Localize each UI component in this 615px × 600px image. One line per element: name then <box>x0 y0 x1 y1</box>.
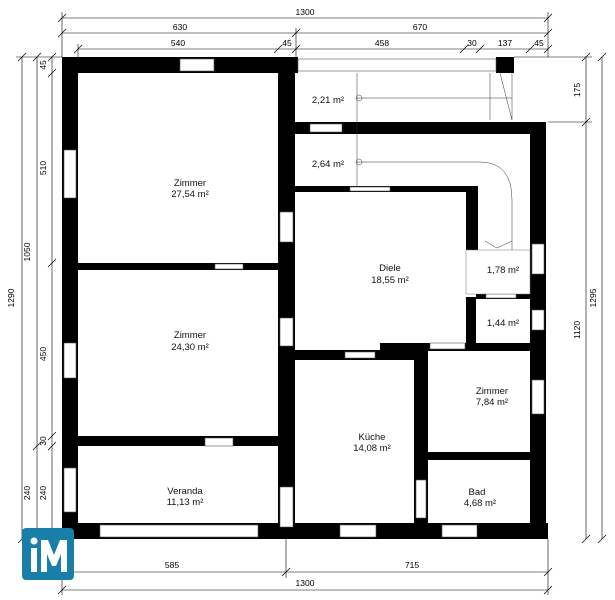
dim-bottom-total: 1300 <box>296 578 315 588</box>
dimension-top: 1300 630 670 540 45 458 30 137 45 <box>57 7 553 57</box>
dim-bottom-right: 715 <box>405 560 419 570</box>
room-area: 14,08 m² <box>353 443 391 454</box>
dim-right-total: 1295 <box>588 288 598 307</box>
room-area: 2,64 m² <box>312 159 344 170</box>
dim-right-lower: 1120 <box>572 321 582 340</box>
dim-left-part: 30 <box>38 436 48 446</box>
room-area: 1,44 m² <box>487 318 519 329</box>
dim-top-part: 540 <box>171 38 185 48</box>
room-name: Zimmer <box>476 386 508 397</box>
room-name: Veranda <box>167 486 203 497</box>
dim-top-part: 45 <box>282 38 292 48</box>
windows <box>63 58 545 538</box>
dim-top-part: 137 <box>498 38 512 48</box>
room-labels: Zimmer 27,54 m² Zimmer 24,30 m² Veranda … <box>167 95 520 509</box>
dimension-left: 1290 1050 240 45 510 450 30 240 <box>6 52 62 544</box>
room-name: Küche <box>359 432 386 443</box>
dim-left-lower: 240 <box>22 486 32 500</box>
room-area: 18,55 m² <box>371 275 409 286</box>
dim-left-part: 510 <box>38 161 48 175</box>
stair-area <box>355 72 531 295</box>
dim-top-right: 670 <box>413 22 427 32</box>
room-area: 11,13 m² <box>167 497 204 508</box>
room-name: Zimmer <box>174 330 206 341</box>
dim-left-part: 240 <box>38 486 48 500</box>
dim-top-part: 30 <box>467 38 477 48</box>
room-area: 7,84 m² <box>476 397 508 408</box>
dim-left-total: 1290 <box>6 288 16 307</box>
dim-left-part: 450 <box>38 347 48 361</box>
dim-top-left: 630 <box>173 22 187 32</box>
room-area: 24,30 m² <box>171 342 209 353</box>
dim-right-upper: 175 <box>572 83 582 97</box>
room-name: Diele <box>379 263 401 274</box>
room-area: 4,68 m² <box>464 498 496 509</box>
brand-logo <box>22 528 74 580</box>
walls <box>62 57 548 539</box>
room-area: 1,78 m² <box>487 265 519 276</box>
room-name: Zimmer <box>174 178 206 189</box>
dimension-bottom: 585 715 1300 <box>57 539 553 595</box>
dimension-right: 175 1120 1295 <box>514 52 607 544</box>
dim-top-part: 45 <box>534 38 544 48</box>
dim-top-part: 458 <box>375 38 389 48</box>
room-area: 27,54 m² <box>171 189 209 200</box>
room-area: 2,21 m² <box>312 95 344 106</box>
room-name: Bad <box>469 487 486 498</box>
dim-bottom-left: 585 <box>165 560 179 570</box>
dim-left-part: 45 <box>38 60 48 70</box>
dim-top-total: 1300 <box>296 7 315 17</box>
dim-left-mid: 1050 <box>22 242 32 261</box>
